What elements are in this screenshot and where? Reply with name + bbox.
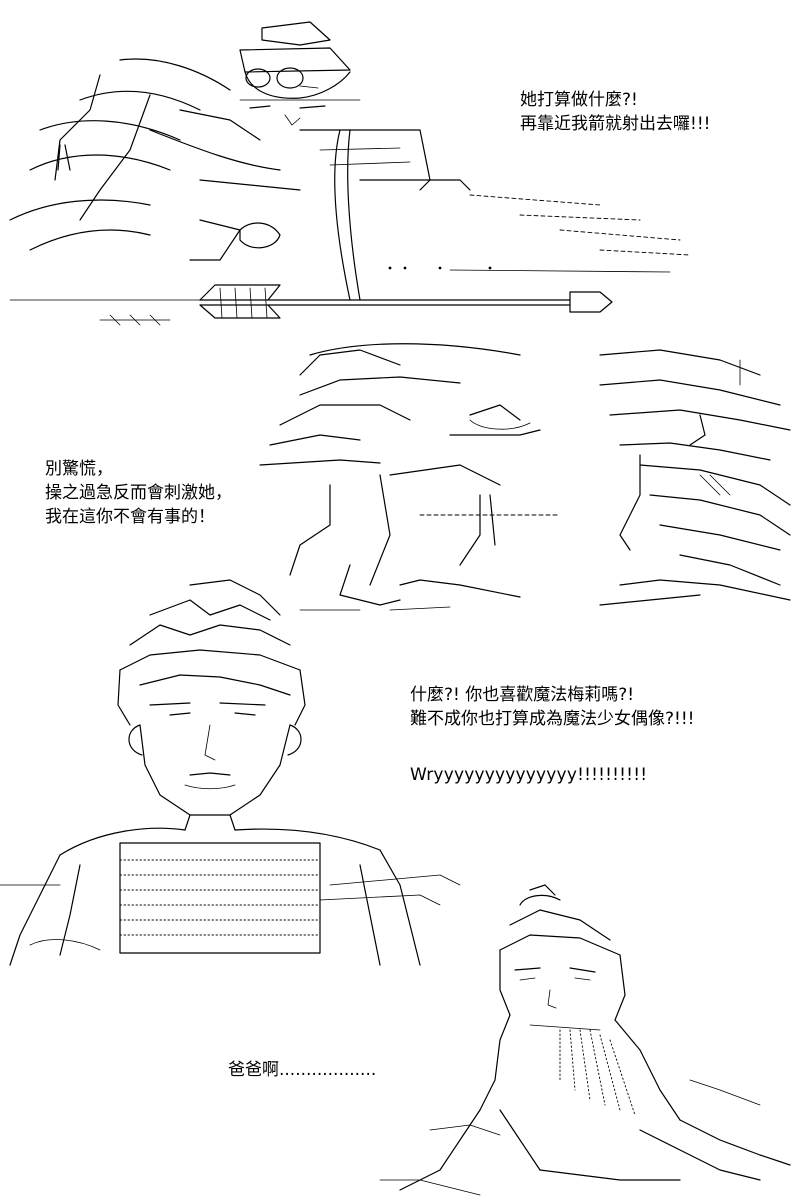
archer-ascii-art bbox=[9, 21, 691, 326]
dialogue-calm: 別驚慌， 操之過急反而會刺激她， 我在這你不會有事的！ bbox=[45, 457, 232, 529]
dialogue-papa: 爸爸啊.................. bbox=[228, 1060, 377, 1080]
dialogue-line: 她打算做什麼?! bbox=[520, 90, 638, 110]
dialogue-line: 操之過急反而會刺激她， bbox=[45, 483, 232, 503]
boy-ascii-art bbox=[0, 579, 461, 966]
panel-boy: 什麼?! 你也喜歡魔法梅莉嗎?! 難不成你也打算成為魔法少女偶像?!!! Wry… bbox=[0, 575, 800, 970]
dialogue-boy: 什麼?! 你也喜歡魔法梅莉嗎?! 難不成你也打算成為魔法少女偶像?!!! bbox=[410, 683, 694, 731]
dialogue-line: 別驚慌， bbox=[45, 459, 113, 479]
calm-ascii-art bbox=[259, 343, 791, 611]
panel-papa: 爸爸啊.................. bbox=[0, 880, 800, 1200]
crouching-figure-ascii-art bbox=[379, 884, 791, 1196]
dialogue-line: 難不成你也打算成為魔法少女偶像?!!! bbox=[410, 709, 695, 729]
dialogue-line: 再靠近我箭就射出去囉!!! bbox=[520, 114, 711, 134]
panel-archer: 她打算做什麼?! 再靠近我箭就射出去囉!!! bbox=[0, 0, 800, 335]
dialogue-line: 什麼?! 你也喜歡魔法梅莉嗎?! bbox=[410, 685, 635, 705]
dialogue-line: 我在這你不會有事的！ bbox=[45, 507, 215, 527]
shout-text: Wryyyyyyyyyyyyyy!!!!!!!!!! bbox=[410, 765, 648, 785]
dialogue-archer: 她打算做什麼?! 再靠近我箭就射出去囉!!! bbox=[520, 88, 710, 136]
panel-calm: 別驚慌， 操之過急反而會刺激她， 我在這你不會有事的！ bbox=[0, 335, 800, 625]
